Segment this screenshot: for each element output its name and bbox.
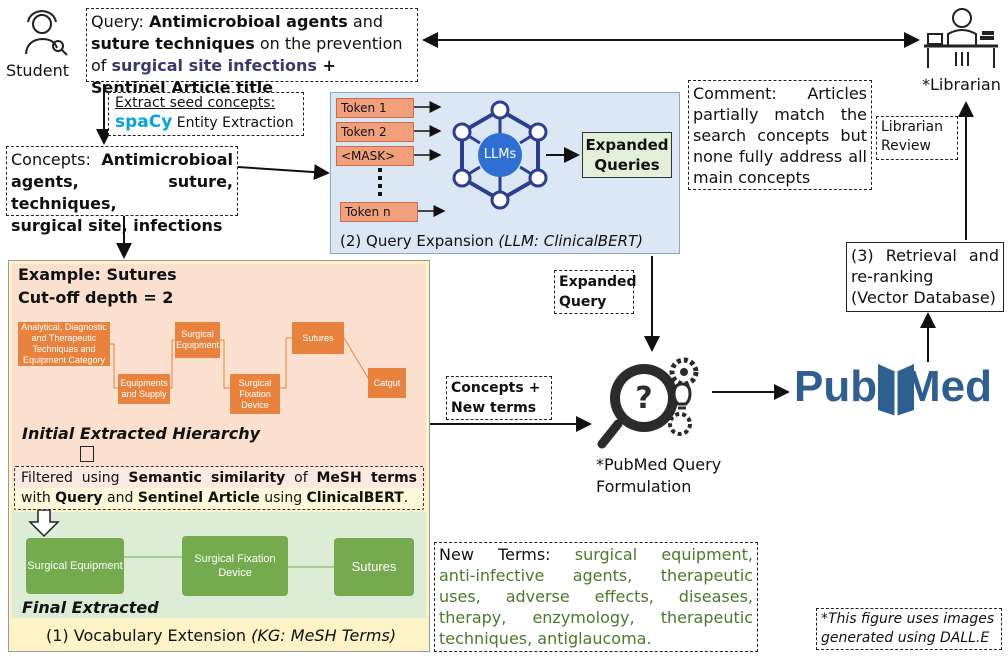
expanded-query-tag: Expanded Query xyxy=(554,270,637,314)
query-box: Query: Antimicrobioal agents and suture … xyxy=(86,8,418,97)
cutoff-label: Cut-off depth = 2 xyxy=(18,288,174,307)
pubmed-formulation-icon: ? xyxy=(594,350,708,450)
query-expansion-caption: (2) Query Expansion (LLM: ClinicalBERT) xyxy=(340,232,644,250)
final-node-surgical-fixation: Surgical Fixation Device xyxy=(182,536,288,596)
hierarchy-node-surgical-fixation: Surgical Fixation Device xyxy=(230,374,280,414)
pubmed-logo: Pub Med xyxy=(794,360,1004,422)
llm-label: LLMs xyxy=(483,147,517,162)
example-title: Example: Sutures xyxy=(18,265,177,284)
student-icon xyxy=(14,8,70,58)
initial-hierarchy-label: Initial Extracted Hierarchy xyxy=(22,424,261,443)
pubmed-formulation-label: *PubMed Query Formulation xyxy=(596,455,722,496)
expanded-queries-box: Expanded Queries xyxy=(582,132,672,178)
student-label: Student xyxy=(6,61,69,80)
svg-text:?: ? xyxy=(635,381,652,416)
hierarchy-node-sutures: Sutures xyxy=(292,322,344,354)
footnote-box: *This figure uses images generated using… xyxy=(816,608,1002,650)
llm-network-icon xyxy=(452,100,548,210)
hierarchy-node-surgical-equipment: Surgical Equipment xyxy=(175,322,220,358)
hierarchy-node-root: Analytical, Diagnostic and Therapeutic T… xyxy=(18,322,110,366)
token-2: Token 2 xyxy=(336,122,414,142)
token-mask: <MASK> xyxy=(336,146,414,166)
initial-hierarchy-area xyxy=(12,264,426,488)
final-node-surgical-equipment: Surgical Equipment xyxy=(26,538,124,594)
concepts-new-terms-tag: Concepts + New terms xyxy=(446,376,552,420)
token-1: Token 1 xyxy=(336,98,414,118)
librarian-icon xyxy=(922,6,1000,70)
extract-box: Extract seed concepts: spaCy Entity Extr… xyxy=(108,92,304,136)
final-extracted-label: Final Extracted xyxy=(22,598,159,617)
comment-box: Comment: Articles partially match the se… xyxy=(688,80,872,190)
concepts-box: Concepts: Antimicrobioal agents, suture,… xyxy=(6,146,238,235)
hierarchy-node-equipments-supply: Equipments and Supply xyxy=(118,374,170,404)
librarian-label: *Librarian xyxy=(922,75,1001,94)
final-node-sutures: Sutures xyxy=(334,538,414,596)
vocabulary-caption: (1) Vocabulary Extension (KG: MeSH Terms… xyxy=(46,626,397,645)
concepts-expansion-arrow xyxy=(237,164,330,181)
token-n: Token n xyxy=(340,202,418,222)
filter-box: Filtered using Semantic similarity of Me… xyxy=(14,466,424,510)
marker-square xyxy=(80,446,94,462)
new-terms-box: New Terms: surgical equipment, anti-infe… xyxy=(434,542,758,652)
retrieval-box: (3) Retrieval and re-ranking (Vector Dat… xyxy=(846,242,1004,312)
hierarchy-node-catgut: Catgut xyxy=(368,368,406,398)
librarian-review-box: Librarian Review xyxy=(876,116,958,160)
